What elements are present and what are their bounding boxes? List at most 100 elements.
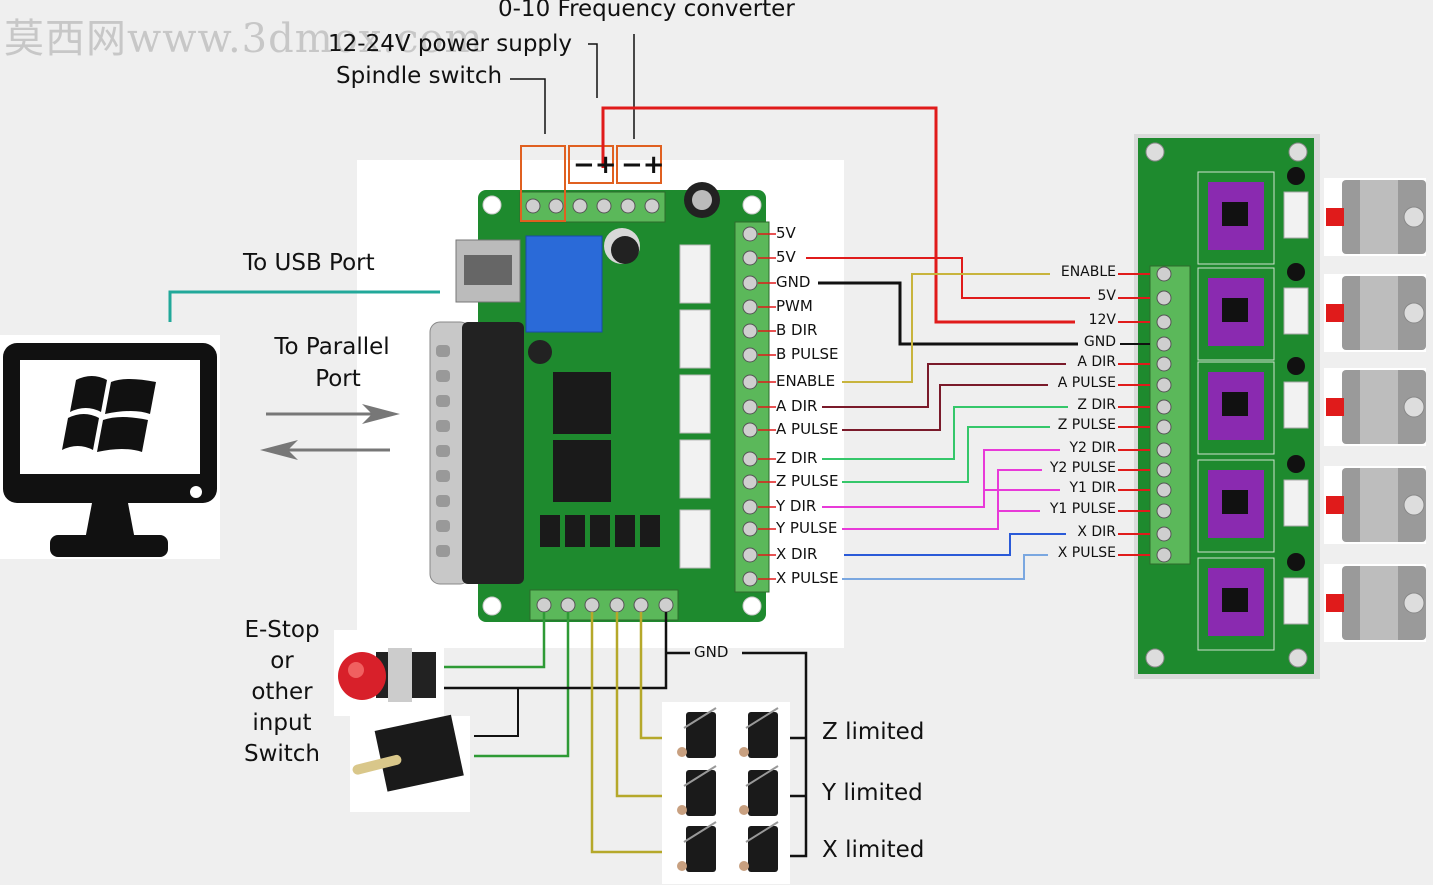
driver-header	[1283, 381, 1309, 429]
motor-shaft	[1403, 494, 1425, 516]
driver-terminal-screw	[1156, 526, 1172, 542]
driver-header	[1283, 287, 1309, 335]
board-pin-label: Z DIR	[776, 449, 818, 467]
power-polarity-label: −+	[573, 150, 617, 180]
board-pin-label: A DIR	[776, 397, 818, 415]
estop-label-line: or	[270, 648, 294, 674]
driver-terminal-screw	[1156, 399, 1172, 415]
board-pin-label: Y PULSE	[776, 519, 838, 537]
computer-monitor-icon	[3, 343, 217, 557]
limit-switch-icon	[748, 712, 778, 758]
limit-switch-icon	[686, 826, 716, 872]
board-pin-label: ENABLE	[776, 372, 836, 390]
limit-switch-icon	[686, 770, 716, 816]
motor-body	[1360, 180, 1398, 254]
bottom-gnd-label: GND	[694, 643, 729, 661]
driver-slot	[1197, 557, 1275, 651]
limit-switch-roller	[739, 861, 749, 871]
board-pin-label: B PULSE	[776, 345, 839, 363]
bidirectional-arrows-icon	[260, 404, 400, 460]
driver-slot	[1197, 361, 1275, 455]
board-pin-label: X DIR	[776, 545, 818, 563]
driver-terminal-screw	[1156, 336, 1172, 352]
driver-capacitor	[1287, 263, 1305, 281]
driver-terminal-screw	[1156, 442, 1172, 458]
driver-capacitor	[1287, 167, 1305, 185]
driver-pin-label: Z DIR	[1077, 397, 1116, 413]
driver-pin-label: Y1 DIR	[1069, 480, 1116, 496]
terminal-screw	[742, 474, 758, 490]
terminal-screw	[742, 451, 758, 467]
limit-switch-roller	[677, 747, 687, 757]
motor-wires	[1326, 496, 1344, 514]
limit-switch-icon	[748, 826, 778, 872]
motor-wires	[1326, 398, 1344, 416]
x-limited-label: X limited	[822, 837, 925, 863]
driver-terminal-screw	[1156, 547, 1172, 563]
driver-pin-label: A DIR	[1077, 354, 1116, 370]
limit-switch-roller	[677, 861, 687, 871]
driver-chip	[1222, 588, 1248, 612]
driver-chip	[1222, 298, 1248, 322]
board-pin-label: 5V	[776, 248, 796, 266]
limit-switch-icon	[748, 770, 778, 816]
terminal-screw	[742, 250, 758, 266]
limit-switch-roller	[677, 805, 687, 815]
windows-logo-icon	[62, 376, 156, 452]
driver-pin-label: A PULSE	[1057, 375, 1116, 391]
driver-slot	[1197, 459, 1275, 553]
motor-shaft	[1403, 592, 1425, 614]
power-supply-label: 12-24V power supply	[328, 31, 573, 57]
driver-slot	[1197, 267, 1275, 361]
motor-shaft	[1403, 206, 1425, 228]
driver-pin-label: X PULSE	[1057, 545, 1116, 561]
driver-terminal-screw	[1156, 266, 1172, 282]
limit-switch-lever	[683, 765, 717, 787]
motor-wires	[1326, 594, 1344, 612]
terminal-screw	[742, 399, 758, 415]
watermark: 莫西网www.3dmox.com	[4, 16, 484, 62]
board-pin-label: GND	[776, 273, 811, 291]
driver-pin-label: GND	[1083, 334, 1116, 350]
converter-polarity-label: −+	[621, 150, 665, 180]
driver-terminal-screw	[1156, 356, 1172, 372]
driver-capacitor	[1287, 553, 1305, 571]
terminal-screw	[742, 347, 758, 363]
motor-shaft	[1403, 302, 1425, 324]
driver-header	[1283, 577, 1309, 625]
driver-terminal-screw	[1156, 482, 1172, 498]
terminal-screw	[742, 571, 758, 587]
parallel-port-label-1: To Parallel	[274, 334, 390, 360]
limit-switch-lever	[745, 707, 779, 729]
driver-pin-label: Y1 PULSE	[1049, 501, 1116, 517]
estop-button-icon	[334, 630, 444, 716]
driver-terminal-screw	[1156, 462, 1172, 478]
z-limited-label: Z limited	[822, 719, 925, 745]
driver-terminal-screw	[1156, 314, 1172, 330]
stepper-driver-board	[1134, 134, 1320, 679]
limit-switch-icon	[686, 712, 716, 758]
limit-switch-roller	[739, 805, 749, 815]
estop-label-line: Switch	[243, 741, 321, 767]
terminal-screw	[742, 226, 758, 242]
limit-switch-lever	[745, 765, 779, 787]
board-pin-label: A PULSE	[776, 420, 839, 438]
driver-pin-label: ENABLE	[1060, 264, 1116, 280]
driver-chip	[1222, 392, 1248, 416]
board-pin-label: PWM	[776, 297, 813, 315]
driver-terminal-screw	[1156, 419, 1172, 435]
limit-switch-lever	[683, 707, 717, 729]
board-pin-label: X PULSE	[776, 569, 839, 587]
driver-pin-label: 12V	[1088, 312, 1116, 328]
reed-switch-module-icon	[350, 714, 470, 812]
motor-wires	[1326, 304, 1344, 322]
terminal-screw	[742, 422, 758, 438]
terminal-screw	[742, 521, 758, 537]
estop-label-line: other	[251, 679, 313, 705]
terminal-screw	[742, 374, 758, 390]
driver-header	[1283, 479, 1309, 527]
parallel-port-label-2: Port	[315, 366, 361, 392]
y-limited-label: Y limited	[822, 780, 923, 806]
driver-pin-label: 5V	[1097, 288, 1116, 304]
